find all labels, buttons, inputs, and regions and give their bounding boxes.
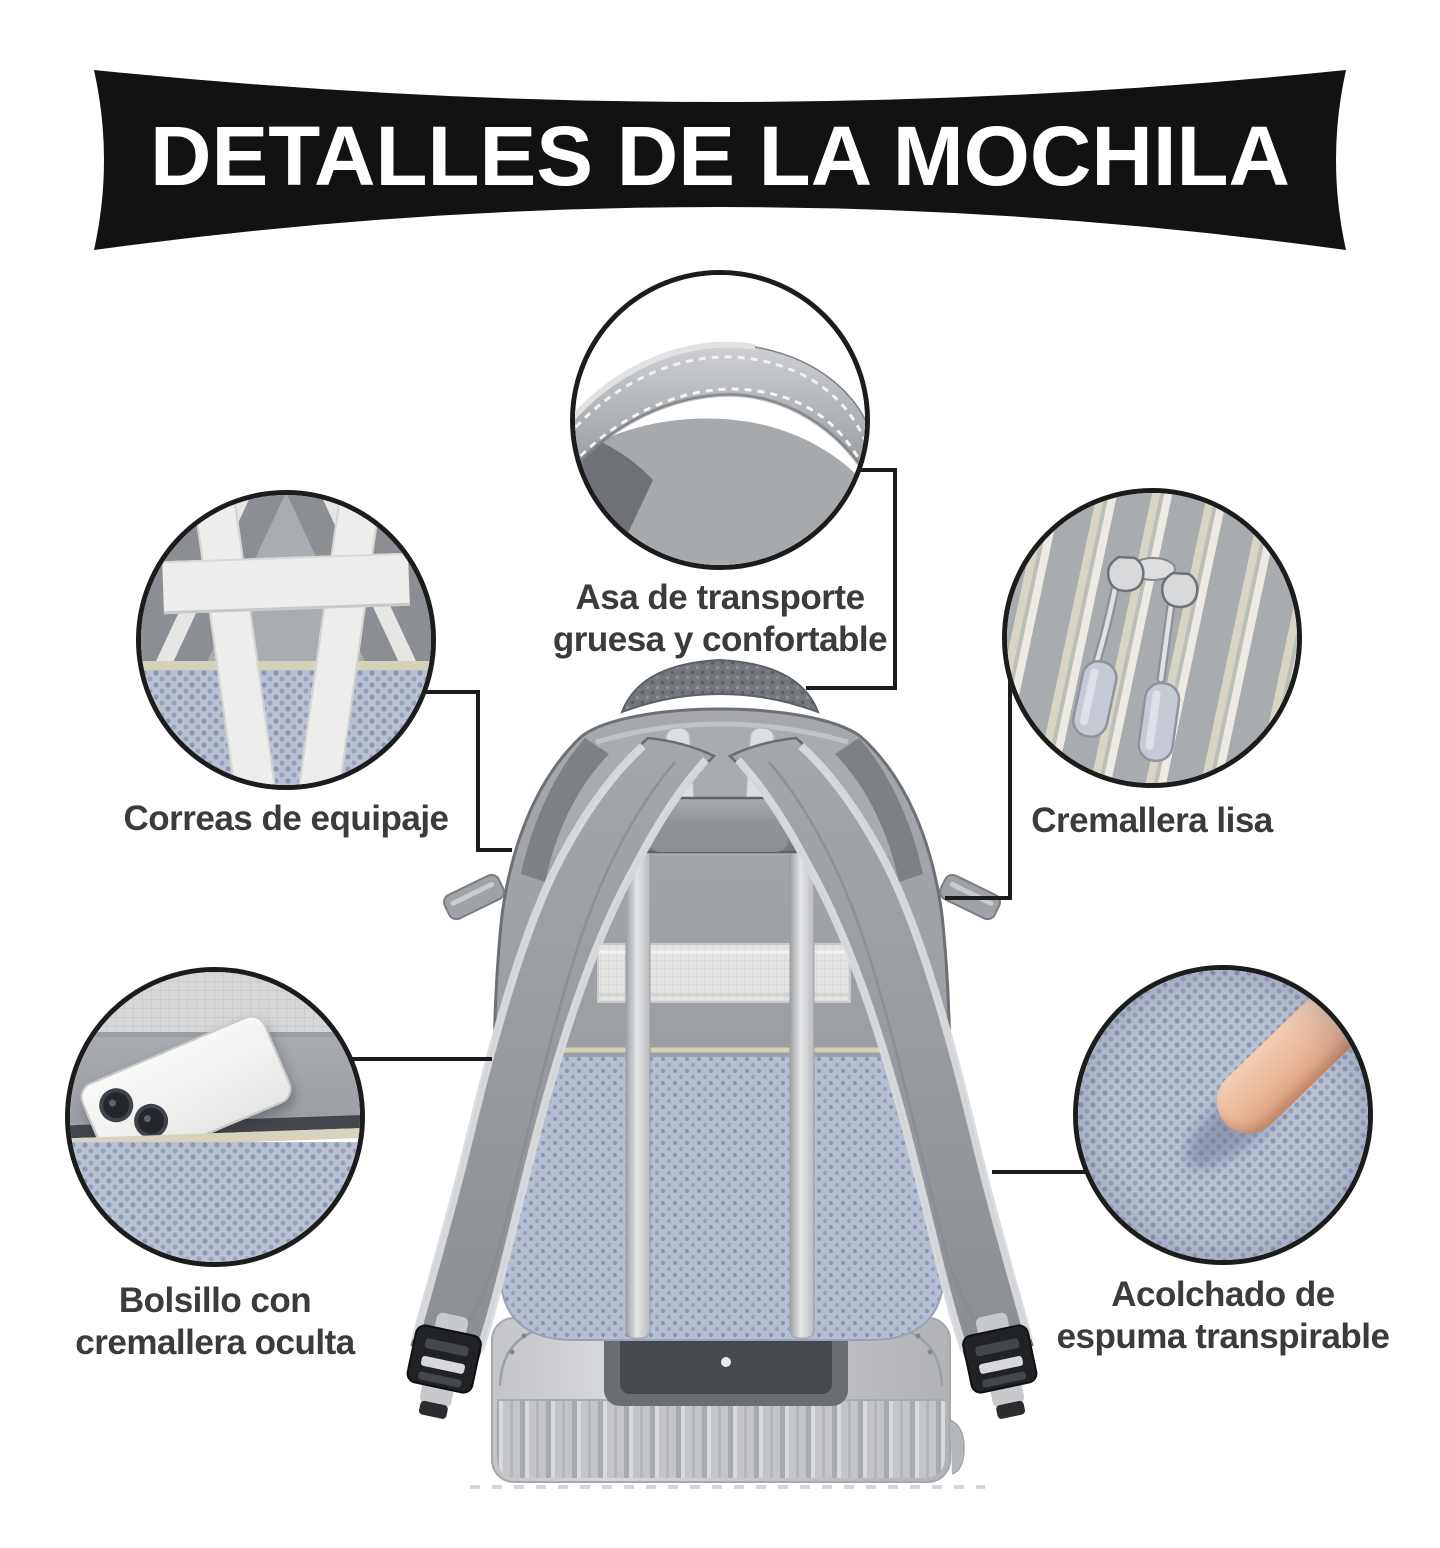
hidden-pocket-label-line1: Bolsillo con — [118, 1281, 312, 1320]
handle-detail-circle — [570, 270, 870, 570]
strap-buckle — [406, 1312, 482, 1419]
luggage-straps-detail-photo — [141, 495, 431, 785]
suitcase — [470, 1317, 985, 1489]
luggage-straps-label: Correas de equipaje — [36, 798, 536, 840]
foam-padding-detail-circle — [1073, 965, 1373, 1265]
zipper-label-line1: Cremallera lisa — [1031, 801, 1273, 840]
connector-handle — [806, 468, 897, 690]
zipper-label: Cremallera lisa — [902, 800, 1402, 842]
zipper-slider — [1106, 555, 1145, 593]
carry-handle — [620, 658, 820, 714]
foam-padding-label-line2: espuma transpirable — [1056, 1317, 1390, 1356]
handle-detail-photo — [575, 275, 865, 565]
zipper-detail-circle — [1002, 488, 1302, 788]
luggage-straps-label-line1: Correas de equipaje — [123, 799, 449, 838]
mesh-back-panel — [499, 1055, 945, 1341]
page-title: DETALLES DE LA MOCHILA — [150, 109, 1290, 203]
shoulder-strap — [406, 736, 717, 1419]
hidden-pocket-label: Bolsillo con cremallera oculta — [0, 1280, 465, 1364]
zipper-pull-tab — [1071, 660, 1118, 738]
zipper-pull-tab — [1137, 681, 1181, 763]
zipper-detail-photo — [1007, 493, 1297, 783]
hidden-pocket-detail-circle — [65, 967, 365, 1267]
foam-padding-label-line1: Acolchado de — [1111, 1275, 1335, 1314]
zipper-slider — [1160, 571, 1199, 609]
title-banner: DETALLES DE LA MOCHILA — [94, 70, 1346, 250]
connector-zipper — [945, 676, 1012, 900]
handle-label-line1: Asa de transporte — [575, 578, 865, 617]
foam-padding-detail-photo — [1078, 970, 1368, 1260]
connector-luggage-straps — [425, 690, 512, 852]
handle-label: Asa de transporte gruesa y confortable — [470, 577, 970, 661]
foam-padding-label: Acolchado de espuma transpirable — [973, 1274, 1440, 1358]
suitcase-wheel-bump — [949, 1419, 965, 1475]
hidden-pocket-detail-photo — [70, 972, 360, 1262]
luggage-straps-detail-circle — [136, 490, 436, 790]
side-tab — [443, 873, 505, 921]
banner-ribbon-shape — [94, 70, 1346, 250]
hidden-pocket-label-line2: cremallera oculta — [75, 1323, 355, 1362]
backpack-illustration — [406, 658, 1045, 1424]
handle-label-line2: gruesa y confortable — [552, 620, 888, 659]
